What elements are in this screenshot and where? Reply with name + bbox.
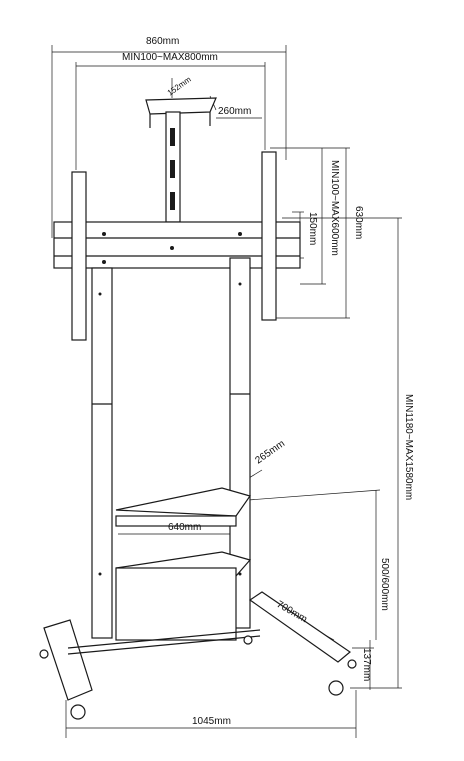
base-width-label: 1045mm bbox=[192, 716, 231, 727]
vesa-height-label: MIN100~MAX600mm bbox=[329, 160, 340, 256]
mounting-bar bbox=[53, 221, 301, 269]
shelf-depth-top-label: 152mm bbox=[166, 75, 193, 98]
shelf-width-top-label: 260mm bbox=[218, 106, 251, 117]
lower-height-label: 500/600mm bbox=[379, 558, 390, 611]
top-tray bbox=[145, 97, 217, 223]
vesa-arms bbox=[71, 151, 277, 341]
bracket-height-label: 630mm bbox=[353, 206, 364, 239]
vesa-width-label: MIN100~MAX800mm bbox=[122, 52, 218, 63]
dimension-lines bbox=[51, 45, 402, 738]
base bbox=[39, 591, 357, 720]
column-height-label: MIN1180~MAX1580mm bbox=[403, 394, 414, 500]
middle-shelf-depth-label: 265mm bbox=[253, 438, 287, 466]
dimension-labels: 860mm MIN100~MAX800mm 152mm 260mm MIN100… bbox=[122, 36, 414, 727]
middle-shelf-width-label: 640mm bbox=[168, 522, 201, 533]
overall-width-label: 860mm bbox=[146, 36, 179, 47]
columns bbox=[91, 257, 251, 639]
mount-offset-label: 150mm bbox=[307, 212, 318, 245]
lower-cabinet bbox=[115, 551, 252, 641]
middle-shelf bbox=[115, 487, 251, 527]
base-height-label: 137mm bbox=[361, 648, 372, 681]
